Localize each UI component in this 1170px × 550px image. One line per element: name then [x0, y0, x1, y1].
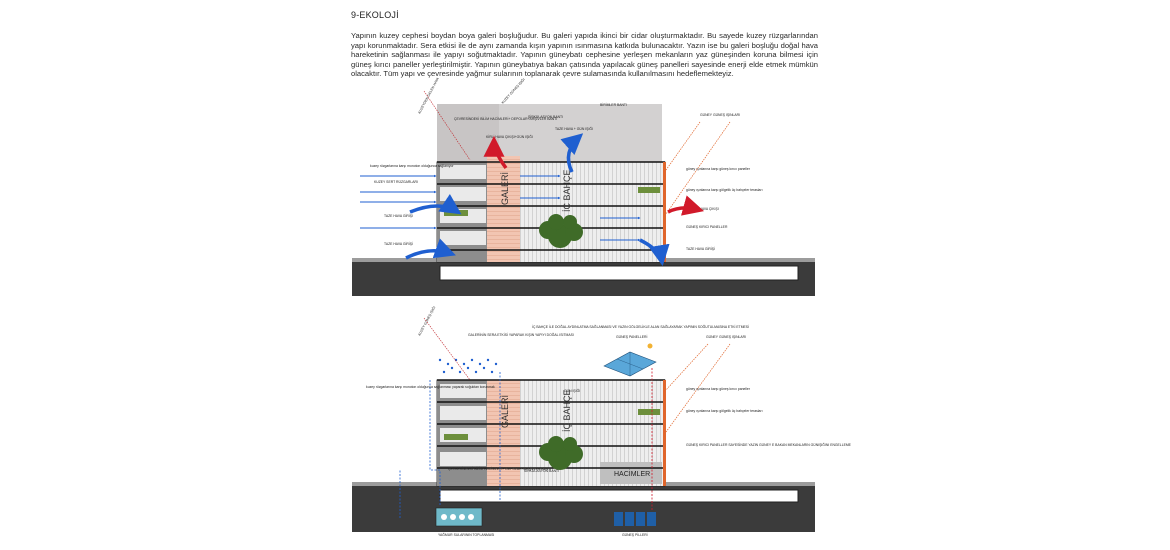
south-sun-label-2: GÜNEY GÜNEŞ IŞINLARI [706, 335, 746, 339]
wind-arrows-1 [360, 174, 641, 242]
fresh-in-label-1: TAZE HAVA GİRİŞİ [384, 213, 413, 218]
fresh-air-arrow-icon [405, 238, 456, 260]
fresh-in-label-2: TAZE HAVA GİRİŞİ [384, 241, 413, 246]
north-sun-label-1: KUZEY GÜNEŞ IŞIĞI [500, 77, 526, 105]
shade-note-2a: güney ışınlarına karşı güneş kırıcı pane… [686, 387, 751, 391]
garden-note: İÇ BAHÇE İLE DOĞAL AYDINLATMA SAĞLANMASI… [532, 324, 749, 329]
zone-mid-label-2: SİRKÜLASYON BANTI [524, 468, 559, 473]
dirty-air-right-label: KİRLİ HAVA ÇIKIŞI [690, 206, 719, 211]
shading-fins-1 [663, 162, 666, 262]
zone-left-label-2: ÇEVRESİNDEKİ BİLİM HACİMLERİ+ DEPOLAR+AR… [448, 466, 551, 471]
north-sun-label-2: KUZEY GÜNEŞ IŞIĞI [416, 305, 436, 336]
rainwater-pipe [399, 372, 501, 518]
tree-icon [539, 436, 583, 470]
updraft-arrow-icon [560, 133, 584, 173]
left-wind-note-2: kuzey rüzgarlarına karşı monoton olduğun… [366, 385, 495, 389]
tree-icon [539, 214, 583, 248]
solar-panels-label: GÜNEŞ PANELLERİ [616, 334, 647, 339]
battery-icon [614, 512, 656, 526]
sun-rays-1 [665, 121, 731, 215]
shrub-icon [444, 409, 660, 440]
exhaust-arrow-icon [483, 135, 508, 170]
south-sun-label-1: GÜNEY GÜNEŞ IŞINLARI [700, 113, 740, 117]
zone-left-label: ÇEVRESİNDEKİ BİLİM HACİMLERİ+ DEPOLAR+AR… [454, 116, 557, 121]
hacimler-label: HACİMLER [614, 469, 650, 478]
fresh-in-right-label: TAZE HAVA GİRİŞİ [686, 246, 715, 251]
section-1: ÇEVRESİNDEKİ BİLİM HACİMLERİ+ DEPOLAR+AR… [352, 76, 815, 296]
panels-note-2: GÜNEŞ KIRICI PANELLER SAYESİNDE YAZIN GÜ… [686, 442, 852, 447]
left-wind-note-1: kuzey rüzgarlarına karşı monoton olduğun… [370, 164, 454, 168]
daylight-label: GÜN IŞIĞI [564, 388, 580, 393]
page-heading: 9-EKOLOJİ [351, 10, 399, 20]
dirty-air-label: KİRLİ HAVA ÇIKIŞI+GÜN IŞIĞI [486, 134, 533, 139]
zone-right-label: BİRİMLER BANTI [600, 102, 627, 107]
galeri-label-2: GALERİ [500, 395, 510, 428]
exhaust-arrow-icon [667, 195, 705, 216]
zone-mid-label: SİRKÜLASYON BANTI [528, 114, 563, 119]
panels-label-1: GÜNEŞ KIRICI PANELLER [686, 225, 728, 229]
shade-note-1b: güney ışınlarına karşı gölgelik üç bahçe… [686, 188, 763, 192]
rain-tank-icon [435, 507, 483, 527]
shade-note-2b: güney ışınlarına karşı gölgelik üç bahçe… [686, 409, 763, 413]
shade-note-1a: güney ışınlarına karşı güneş kırıcı pane… [686, 167, 751, 171]
gallery-void-1 [487, 156, 520, 262]
rain-label: YAĞMUR SULARININ TOPLANMASI [438, 532, 494, 537]
galeri-label-1: GALERİ [500, 172, 510, 205]
north-air-label-1: KUZEYDEN GELEN HAVA [417, 76, 440, 114]
fresh-air-top-label: TAZE HAVA + GÜN IŞIĞI [555, 126, 593, 131]
gallery-note: GALERİNİN SERA ETKİSİ YAPARAK KIŞIN YAPI… [468, 332, 574, 337]
fresh-air-arrow-icon [639, 238, 670, 267]
ic-bahce-label-2: İÇ BAHÇE [562, 389, 572, 432]
solar-panel-icon [603, 343, 657, 377]
ic-bahce-label-1: İÇ BAHÇE [562, 169, 572, 212]
battery-label: GÜNEŞ PİLLERİ [622, 532, 648, 537]
section-2: KUZEY GÜNEŞ IŞIĞI GALERİNİN SERA ETKİSİ … [352, 305, 852, 537]
rain-icon [438, 358, 498, 374]
intro-paragraph: Yapının kuzey cephesi boydan boya galeri… [351, 31, 818, 79]
north-wind-label: KUZEY SERT RÜZGARLARI [374, 180, 418, 184]
fresh-air-arrow-icon [409, 193, 462, 215]
